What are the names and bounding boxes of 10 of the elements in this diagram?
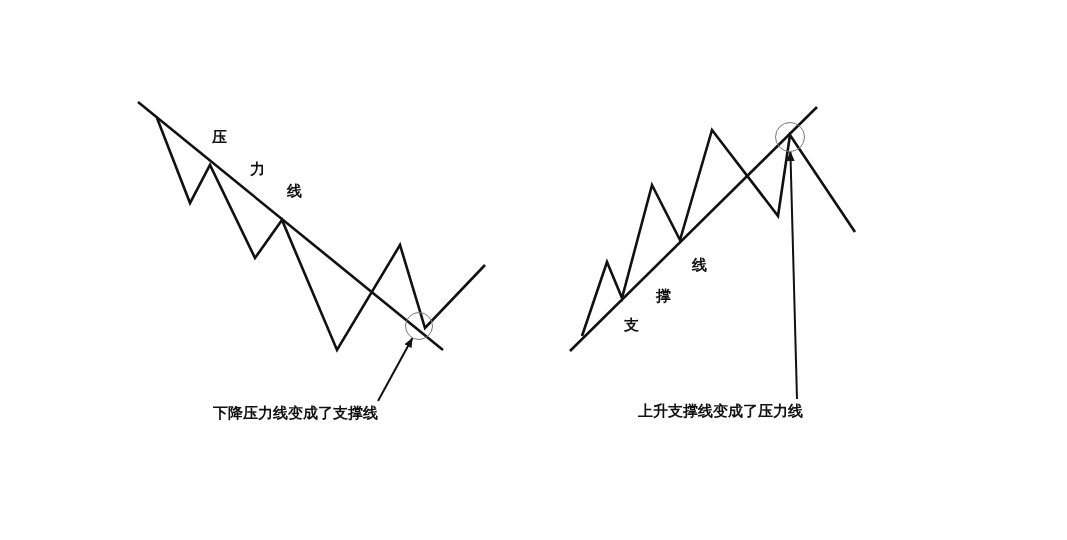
arrow [786, 151, 798, 400]
line-label: 力 [250, 160, 265, 178]
line-label: 支 [624, 316, 639, 334]
line-label: 线 [692, 256, 707, 274]
line-label: 撑 [656, 287, 671, 305]
caption-text: 上升支撑线变成了压力线 [637, 401, 803, 421]
caption-text: 下降压力线变成了支撑线 [212, 403, 378, 423]
line-label: 线 [287, 182, 302, 200]
line-label: 压 [212, 128, 227, 146]
arrow [377, 337, 414, 402]
